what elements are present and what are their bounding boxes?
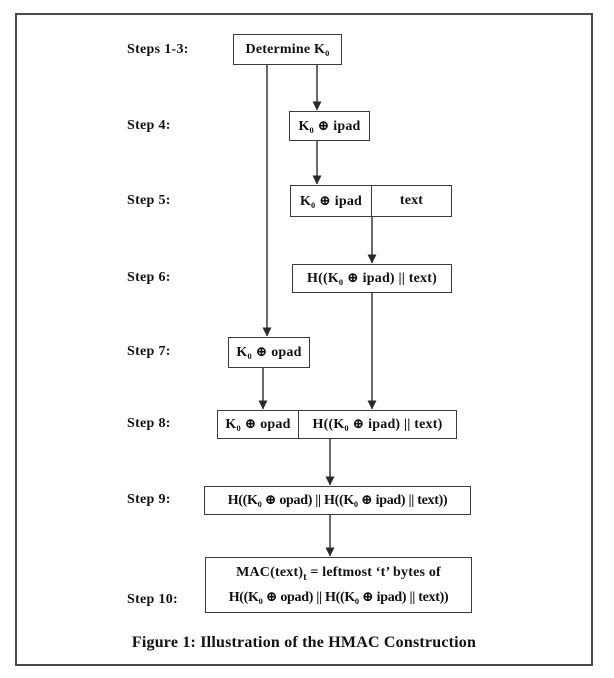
box-k0-ipad-concat-text: K₀ ⊕ ipad text [290,185,452,217]
figure-caption: Figure 1: Illustration of the HMAC Const… [131,634,477,651]
box-k0-ipad-cell: K₀ ⊕ ipad [291,186,372,216]
box-determine-k0-text: Determine K₀ [245,41,330,57]
label-step-4: Step 4: [127,118,171,133]
box-outer-hash: H((K₀ ⊕ opad) || H((K₀ ⊕ ipad) || text)) [204,486,471,515]
box-k0-xor-opad: K₀ ⊕ opad [228,337,310,368]
box-outer-hash-text: H((K₀ ⊕ opad) || H((K₀ ⊕ ipad) || text)) [227,493,448,508]
mac-suffix: = leftmost ‘t’ bytes of [306,565,441,580]
box-mac-result: MAC(text)t = leftmost ‘t’ bytes of H((K₀… [205,557,472,613]
box-k0-xor-ipad-text: K₀ ⊕ ipad [298,118,361,134]
box-determine-k0: Determine K₀ [233,34,342,65]
box-inner-hash: H((K₀ ⊕ ipad) || text) [292,264,452,293]
label-steps-1-3: Steps 1-3: [127,42,189,57]
box-inner-hash-text: H((K₀ ⊕ ipad) || text) [307,271,437,286]
mac-subscript-t: t [303,571,307,583]
mac-hash-line: H((K₀ ⊕ opad) || H((K₀ ⊕ ipad) || text)) [228,590,449,605]
mac-prefix: MAC(text) [236,565,304,580]
label-step-7: Step 7: [127,344,171,359]
label-step-6: Step 6: [127,270,171,285]
box-opad-concat-innerhash: K₀ ⊕ opad H((K₀ ⊕ ipad) || text) [217,410,457,439]
box-innerhash-cell: H((K₀ ⊕ ipad) || text) [312,417,443,432]
box-k0-xor-opad-text: K₀ ⊕ opad [236,345,302,360]
box-opad-cell: K₀ ⊕ opad [218,411,299,438]
box-k0-xor-ipad: K₀ ⊕ ipad [289,111,370,141]
label-step-9: Step 9: [127,492,171,507]
box-text-cell: text [399,193,424,208]
label-step-8: Step 8: [127,416,171,431]
label-step-5: Step 5: [127,193,171,208]
mac-definition-line: MAC(text)t = leftmost ‘t’ bytes of [236,560,441,585]
label-step-10: Step 10: [127,592,179,607]
